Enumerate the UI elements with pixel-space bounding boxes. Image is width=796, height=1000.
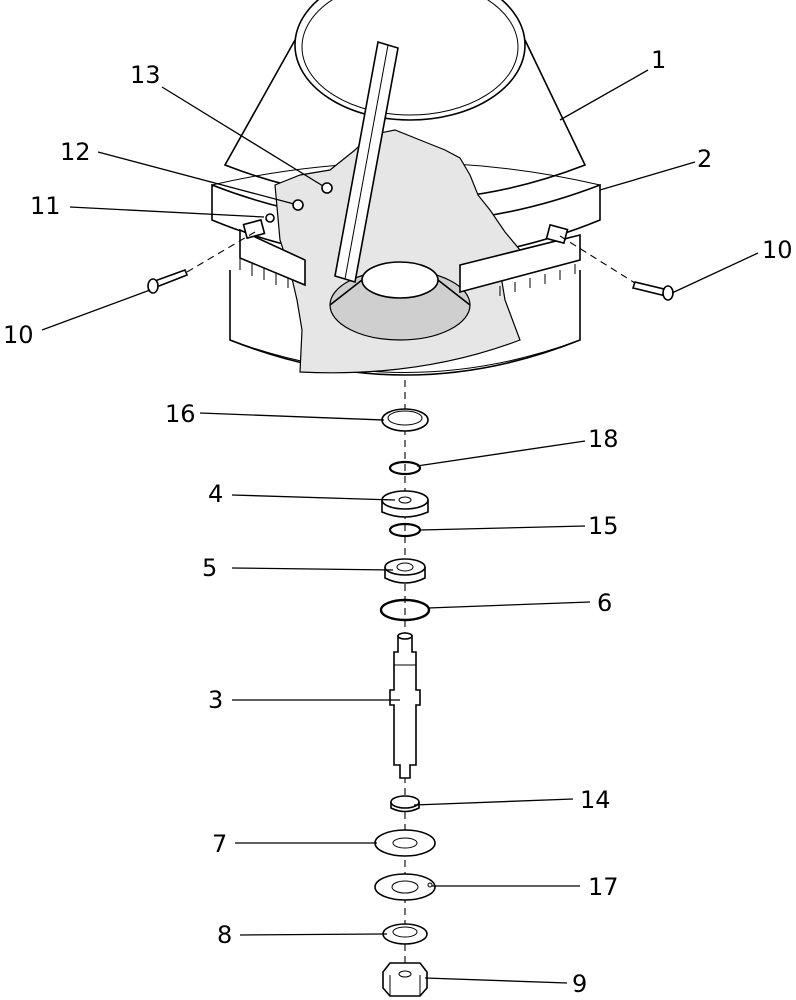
part-labels: 1 2 3 4 5 6 7 8 9 10 10 11 12 13 14 15 1… <box>3 46 793 998</box>
washer-17 <box>374 873 436 901</box>
label-14: 14 <box>580 786 611 814</box>
snap-ring-18 <box>388 460 422 476</box>
label-8: 8 <box>217 921 232 949</box>
shaft-3 <box>389 632 421 779</box>
retaining-ring-6 <box>379 598 431 622</box>
washer-8 <box>382 923 428 945</box>
hex-nut-9 <box>382 962 428 997</box>
washer-7 <box>374 829 436 857</box>
label-18: 18 <box>588 425 619 453</box>
bushing-14 <box>390 795 420 813</box>
right-mount-block <box>545 223 569 245</box>
label-2: 2 <box>697 145 712 173</box>
housing-assembly <box>211 0 601 376</box>
right-comb <box>459 233 581 294</box>
label-10-left: 10 <box>3 321 34 349</box>
bearing-4 <box>381 490 429 518</box>
label-13: 13 <box>130 61 161 89</box>
label-4: 4 <box>208 480 223 508</box>
hopper-top-opening <box>294 0 526 121</box>
seal-ring-16 <box>381 408 429 432</box>
label-15: 15 <box>588 512 619 540</box>
bolt-left <box>147 268 189 294</box>
washer-11 <box>265 213 275 223</box>
washer-12 <box>292 199 304 211</box>
label-9: 9 <box>572 970 587 998</box>
label-3: 3 <box>208 686 223 714</box>
nut-13 <box>321 182 333 194</box>
left-mount-block <box>242 218 266 240</box>
bolt-right <box>631 281 674 301</box>
label-7: 7 <box>212 830 227 858</box>
label-11: 11 <box>30 192 61 220</box>
label-1: 1 <box>651 46 666 74</box>
label-5: 5 <box>202 554 217 582</box>
label-6: 6 <box>597 589 612 617</box>
leader-lines <box>41 69 759 984</box>
label-10-right: 10 <box>762 236 793 264</box>
left-comb <box>239 228 306 287</box>
bearing-5 <box>384 558 426 584</box>
label-17: 17 <box>588 873 619 901</box>
label-16: 16 <box>165 400 196 428</box>
label-12: 12 <box>60 138 91 166</box>
